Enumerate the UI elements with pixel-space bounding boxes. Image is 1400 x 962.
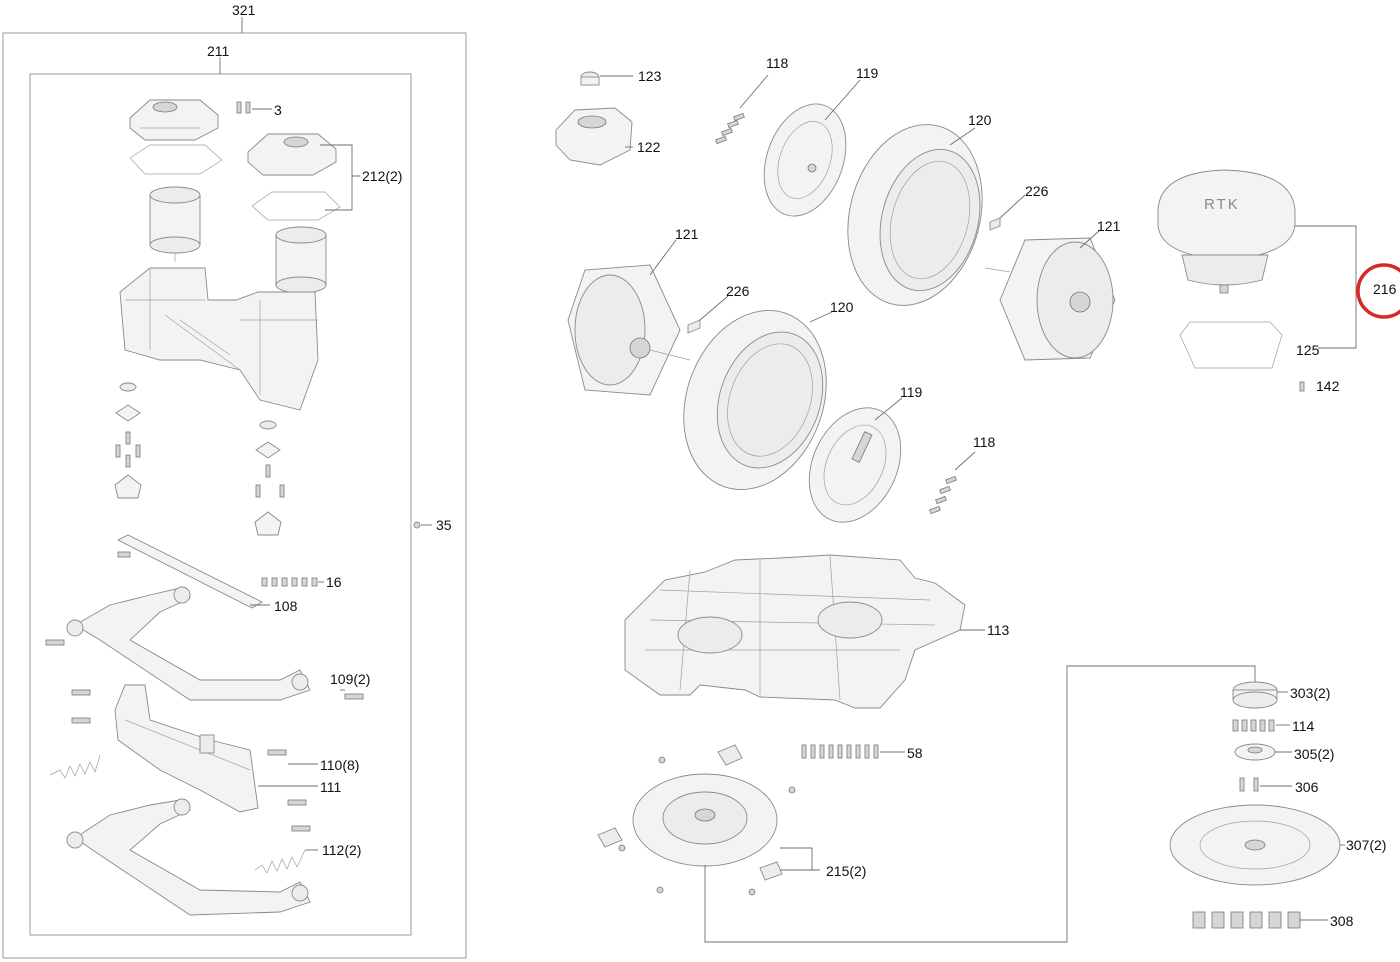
- label-3: 3: [274, 102, 282, 118]
- mount-right: [254, 420, 285, 536]
- label-110: 110(8): [320, 757, 359, 773]
- label-113: 113: [987, 622, 1010, 638]
- disc-307: [1169, 804, 1345, 886]
- label-120-upper: 120: [968, 112, 992, 128]
- wheel-121-right: [984, 229, 1116, 361]
- highlight-marker-216[interactable]: [1356, 263, 1400, 319]
- label-216: 216: [1373, 281, 1397, 297]
- label-121-left: 121: [675, 226, 699, 242]
- screws-118-upper: [715, 74, 769, 145]
- label-118-upper: 118: [766, 55, 789, 71]
- label-142: 142: [1316, 378, 1340, 394]
- bracket-blade-to-disc: [704, 665, 1256, 943]
- nuts-308: [1192, 911, 1328, 929]
- motor-cover-right: [247, 133, 337, 176]
- hub-122: [555, 107, 633, 166]
- screws-16: [261, 577, 324, 587]
- label-306: 306: [1295, 779, 1319, 795]
- screws-306: [1239, 777, 1292, 792]
- label-16: 16: [326, 574, 342, 590]
- label-321: 321: [232, 2, 256, 18]
- rail-108: [116, 534, 270, 609]
- screws-58: [801, 744, 905, 759]
- callout-labels: 321 211 3 212(2) 35 16 108 109(2) 110(8)…: [207, 2, 1397, 929]
- label-307: 307(2): [1346, 837, 1386, 853]
- wheel-121-left: [567, 239, 691, 396]
- leader-212: [320, 144, 360, 211]
- assembly-frame-211: [29, 57, 412, 936]
- assembly-frame-321: [2, 17, 467, 959]
- blade-disc-215: [597, 744, 820, 896]
- spring-112: [49, 754, 318, 874]
- label-215: 215(2): [826, 863, 866, 879]
- nut-35: [413, 521, 432, 529]
- label-58: 58: [907, 745, 923, 761]
- label-109: 109(2): [330, 671, 370, 687]
- gasket-right: [251, 191, 341, 221]
- frame-111: [114, 684, 318, 813]
- label-125: 125: [1296, 342, 1320, 358]
- label-226-upper: 226: [1025, 183, 1049, 199]
- rtk-antenna-216: RTK: [1157, 169, 1357, 349]
- wheel-120-lower: [683, 310, 833, 490]
- bolts-110: [71, 689, 318, 832]
- label-120-lower: 120: [830, 299, 854, 315]
- chassis-arm-lower: [66, 798, 311, 916]
- label-305: 305(2): [1294, 746, 1334, 762]
- label-123: 123: [638, 68, 662, 84]
- gear-123: [580, 71, 633, 86]
- label-211: 211: [207, 43, 230, 59]
- label-119-upper: 119: [856, 65, 879, 81]
- label-114: 114: [1292, 718, 1315, 734]
- part-303: [1232, 681, 1288, 709]
- motor-housing: [119, 267, 319, 411]
- wheel-cover-119-upper: [763, 79, 861, 217]
- screws-118-lower: [929, 451, 976, 515]
- tag-226-upper: [989, 194, 1026, 231]
- screw-142: [1299, 381, 1305, 392]
- label-308: 308: [1330, 913, 1354, 929]
- tag-226-lower: [687, 295, 729, 334]
- screws-114: [1232, 719, 1290, 732]
- screw-pair-3: [236, 101, 272, 114]
- motor-left: [149, 186, 201, 262]
- label-212: 212(2): [362, 168, 402, 184]
- motor-cover-top: [129, 99, 219, 141]
- label-35: 35: [436, 517, 452, 533]
- antenna-brand-text: RTK: [1204, 196, 1240, 213]
- label-111: 111: [320, 779, 341, 795]
- label-303: 303(2): [1290, 685, 1330, 701]
- wheel-cover-119-lower: [808, 397, 903, 523]
- wheel-120-upper: [847, 124, 983, 306]
- label-226-lower: 226: [726, 283, 750, 299]
- label-118-lower: 118: [973, 434, 996, 450]
- gasket-125: [1179, 321, 1283, 369]
- gasket-left: [129, 144, 223, 175]
- mount-left: [114, 382, 142, 499]
- bolts-109: [45, 639, 364, 700]
- part-305: [1234, 743, 1292, 761]
- label-122: 122: [637, 139, 661, 155]
- base-plate-113: [624, 554, 985, 709]
- label-121-right: 121: [1097, 218, 1121, 234]
- label-112: 112(2): [322, 842, 361, 858]
- chassis-arm-upper: [66, 586, 311, 701]
- label-119-lower: 119: [900, 384, 923, 400]
- label-108: 108: [274, 598, 298, 614]
- motor-right: [275, 226, 327, 302]
